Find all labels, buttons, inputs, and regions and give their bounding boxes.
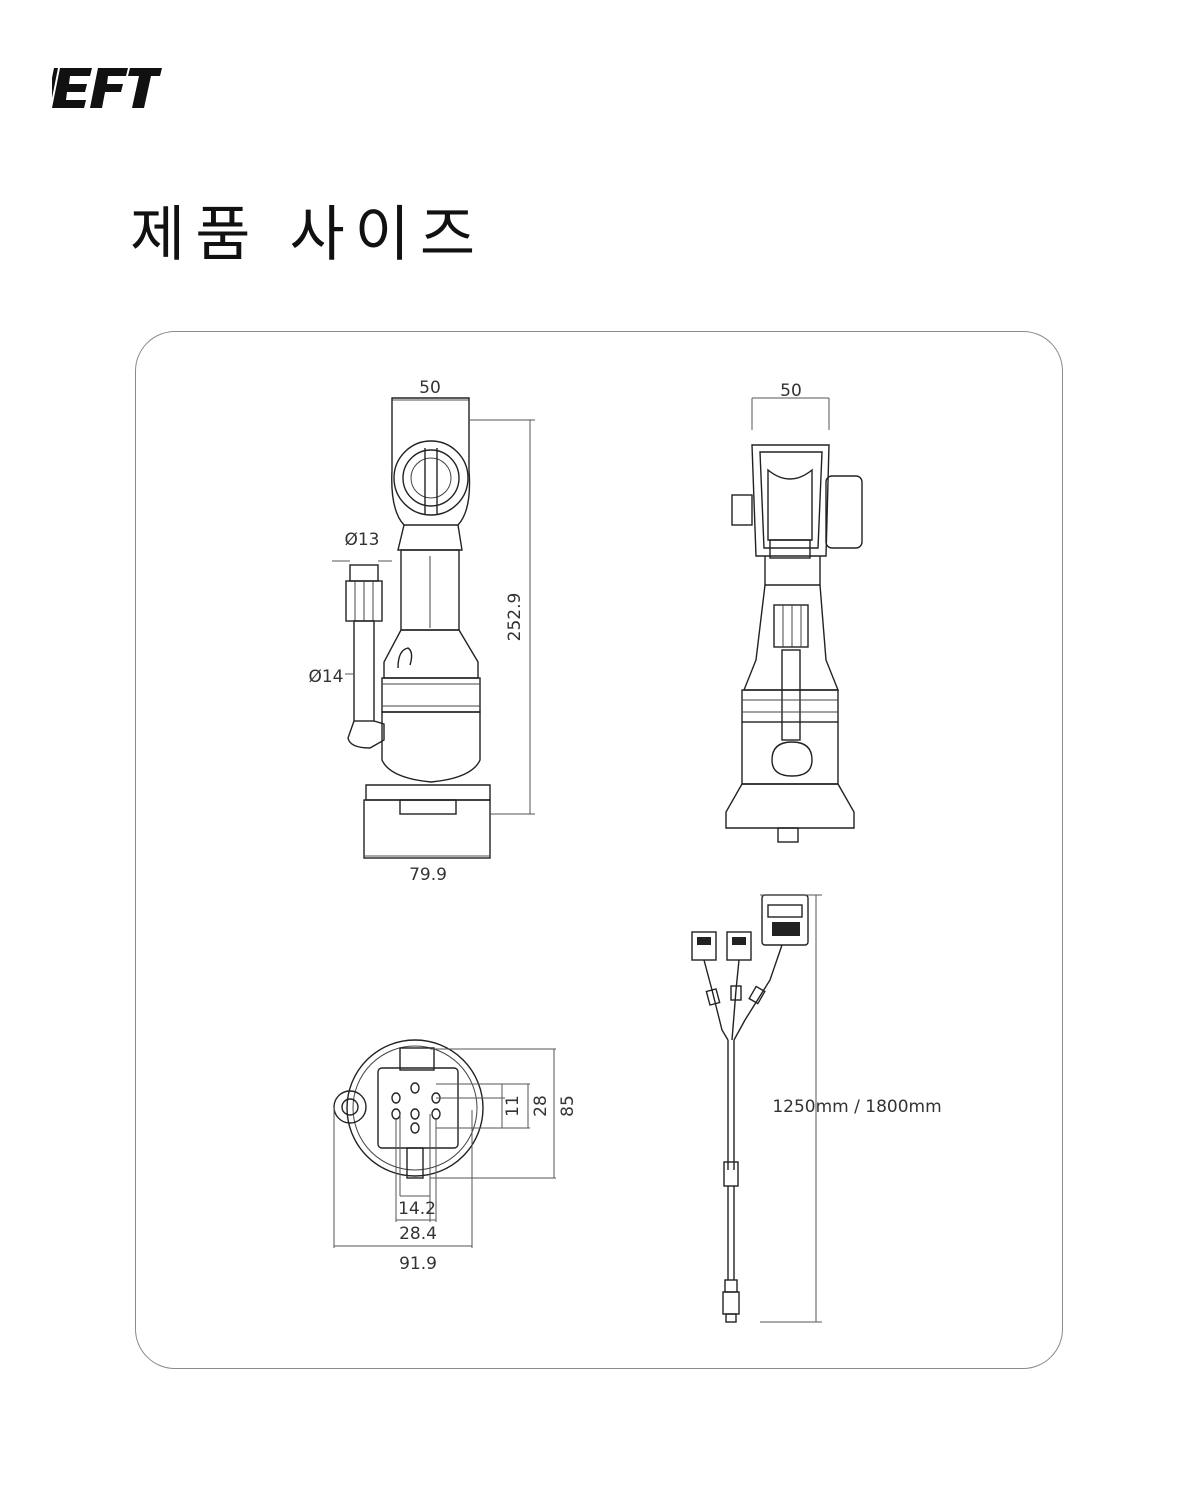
bottom-hole-v2-label: 28 — [531, 1095, 551, 1117]
bottom-width-label: 91.9 — [399, 1254, 437, 1274]
tube-dia-label: Ø14 — [308, 667, 343, 687]
bottom-hole-h1-label: 14.2 — [398, 1199, 436, 1219]
connector-dia-label: Ø13 — [344, 530, 379, 550]
bottom-hole-h2-label: 28.4 — [399, 1224, 437, 1244]
bottom-hole-v1-label: 11 — [503, 1095, 523, 1117]
dimension-panel — [135, 331, 1063, 1369]
bottom-view: 11 28 85 14.2 28.4 91.9 — [333, 1039, 578, 1274]
page-title: 제품 사이즈 — [130, 200, 486, 270]
side-top-width-label: 50 — [780, 381, 802, 401]
cable-length-label: 1250mm / 1800mm — [772, 1097, 941, 1117]
cable-view: 1250mm / 1800mm — [691, 894, 942, 1323]
side-view: 50 — [725, 381, 863, 843]
eft-logo — [52, 68, 162, 108]
bottom-height-label: 85 — [558, 1095, 578, 1117]
front-top-width-label: 50 — [419, 378, 441, 398]
front-base-width-label: 79.9 — [409, 865, 447, 885]
front-view: 50 Ø13 — [308, 378, 535, 885]
front-height-label: 252.9 — [505, 593, 525, 642]
